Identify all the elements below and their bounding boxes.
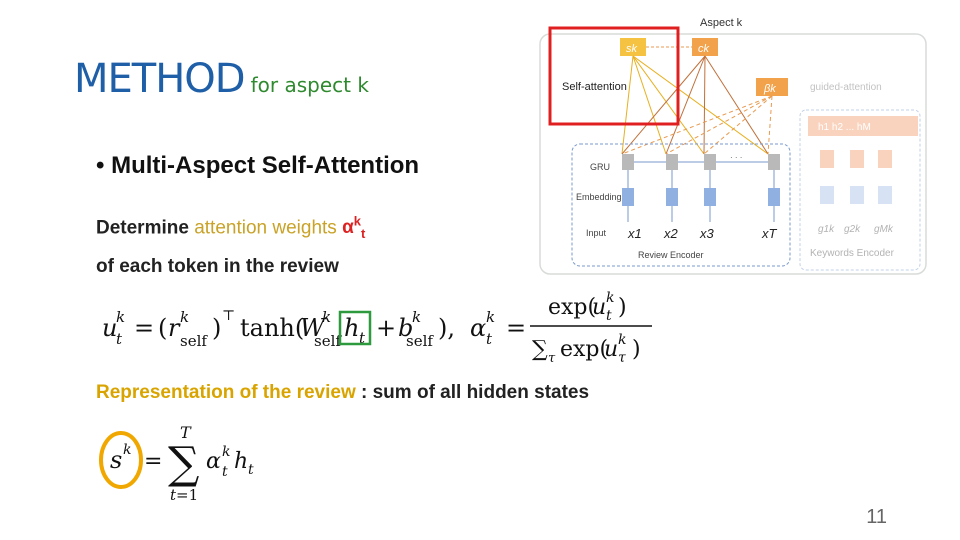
input-label: Input <box>586 228 607 238</box>
aspect-label: Aspect k <box>700 17 743 29</box>
svg-text:t: t <box>606 308 612 324</box>
gru-label: GRU <box>590 162 610 172</box>
svg-text:k: k <box>116 308 125 326</box>
guided-attention-label: guided-attention <box>810 82 882 93</box>
svg-text:(: ( <box>158 314 167 342</box>
keyword-g2: g2k <box>844 224 861 235</box>
svg-text:k: k <box>412 308 421 326</box>
svg-text:t: t <box>116 330 123 348</box>
svg-text:b: b <box>398 314 413 342</box>
embedding-label: Embedding <box>576 192 622 202</box>
node-beta: βk <box>763 83 776 95</box>
svg-text:t: t <box>359 329 366 347</box>
svg-text:self: self <box>180 332 208 350</box>
alpha-symbol: αkt <box>342 214 366 242</box>
svg-text:r: r <box>168 314 181 342</box>
node-s: sk <box>626 43 638 55</box>
svg-text:s: s <box>110 446 122 474</box>
svg-text:+: + <box>376 314 396 342</box>
self-attention-label: Self-attention <box>562 81 627 93</box>
svg-text:h: h <box>234 449 248 474</box>
attention-weights-line: Determine attention weights αkt <box>96 214 365 241</box>
keywords-encoder-label: Keywords Encoder <box>810 248 895 259</box>
svg-text:exp(: exp( <box>548 295 596 320</box>
bullet-heading: • Multi-Aspect Self-Attention <box>96 152 420 179</box>
svg-text:u: u <box>592 295 606 320</box>
svg-text:tanh(: tanh( <box>240 314 304 342</box>
svg-text:=: = <box>134 314 154 342</box>
svg-text:t=1: t=1 <box>170 486 198 504</box>
svg-text:∑: ∑ <box>168 438 199 489</box>
line1-prefix: Determine <box>96 217 195 239</box>
page-number: 11 <box>866 506 887 528</box>
input-x2: x2 <box>663 226 679 241</box>
svg-text:u: u <box>604 337 618 362</box>
svg-text:τ: τ <box>618 350 626 366</box>
svg-text:): ) <box>632 337 641 362</box>
svg-text:t: t <box>222 464 228 480</box>
svg-text:k: k <box>618 332 626 348</box>
architecture-diagram: Aspect k h1 h2 ... hM g1k g2k gMk Keywor… <box>539 17 927 275</box>
svg-text:T: T <box>180 423 192 442</box>
svg-text:t: t <box>486 330 493 348</box>
svg-text:self: self <box>314 332 342 350</box>
review-encoder-label: Review Encoder <box>638 250 704 260</box>
svg-text:τ: τ <box>548 351 556 366</box>
svg-text:): ) <box>618 295 627 320</box>
svg-text:),: ), <box>438 314 455 342</box>
repr-rest: : sum of all hidden states <box>355 382 590 403</box>
dots-label: · · · <box>730 153 742 162</box>
svg-text:k: k <box>606 290 614 306</box>
svg-text:⊤: ⊤ <box>222 308 235 324</box>
svg-text:): ) <box>212 314 221 342</box>
svg-text:k: k <box>322 308 331 326</box>
line1-highlight: attention weights <box>194 217 337 239</box>
svg-text:∑: ∑ <box>532 337 548 362</box>
svg-text:Aspect k: Aspect k <box>700 17 743 29</box>
svg-text:h: h <box>344 314 359 342</box>
svg-text:W: W <box>300 314 327 342</box>
title-subtitle: for aspect k <box>250 73 369 97</box>
svg-text:h1 h2 ... hM: h1 h2 ... hM <box>818 122 871 133</box>
svg-text:k: k <box>123 442 131 458</box>
title-main: METHOD <box>74 56 246 102</box>
keyword-g1: g1k <box>818 224 835 235</box>
review-representation-formula: s k = T ∑ t=1 α k t h t <box>99 423 254 504</box>
each-token-line: of each token in the review <box>96 256 339 277</box>
svg-text:α: α <box>206 449 221 474</box>
keyword-gM: gMk <box>874 224 894 235</box>
attention-formula: u k t = ( r k self ) ⊤ tanh( W k self h … <box>102 290 652 366</box>
representation-line: Representation of the review : sum of al… <box>96 382 589 404</box>
svg-text:=: = <box>144 449 162 474</box>
svg-text:u: u <box>102 314 117 342</box>
svg-text:self: self <box>406 332 434 350</box>
node-c: ck <box>698 43 710 55</box>
input-x1: x1 <box>627 226 642 241</box>
svg-text:t: t <box>248 462 254 478</box>
input-x3: x3 <box>699 226 715 241</box>
svg-text:k: k <box>180 308 189 326</box>
self-attention-highlight-box <box>548 26 680 126</box>
svg-text:=: = <box>506 314 526 342</box>
svg-text:α: α <box>470 314 486 342</box>
input-xT: xT <box>761 226 778 241</box>
svg-text:k: k <box>222 444 230 460</box>
svg-text:k: k <box>486 308 495 326</box>
svg-text:exp(: exp( <box>560 337 608 362</box>
repr-highlight: Representation of the review <box>96 382 356 403</box>
